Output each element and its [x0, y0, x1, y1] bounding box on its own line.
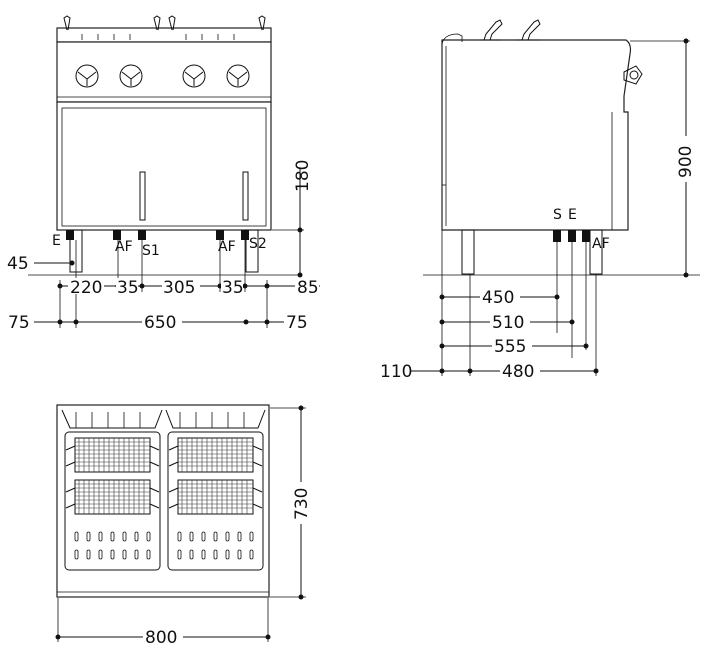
side-handle-icons [480, 19, 541, 41]
side-view: S E AF 900 450 510 555 [378, 19, 700, 382]
side-connection-s [553, 230, 561, 242]
dim-450: 450 [482, 288, 514, 308]
side-connection-e [568, 230, 576, 242]
dim-555: 555 [494, 337, 526, 357]
side-cabinet [441, 39, 632, 231]
side-connection-af [582, 230, 590, 242]
front-door-panel [61, 107, 267, 227]
drain-slot-icons [74, 531, 254, 560]
connection-s2-marker [241, 230, 249, 240]
side-knob-icon [623, 65, 643, 85]
connection-s1-marker [138, 230, 146, 240]
control-knob-icons [75, 64, 250, 88]
connection-af-left-marker [113, 230, 121, 240]
door-handle-right [242, 171, 249, 221]
front-view: E AF S1 AF S2 180 45 220 [6, 15, 320, 333]
top-handle-strips [61, 409, 266, 429]
side-foot-left [461, 229, 475, 275]
top-outline [56, 404, 270, 598]
dim-220: 220 [70, 278, 102, 298]
fryer-well-right [167, 431, 264, 571]
side-label-af: AF [592, 236, 610, 252]
dim-45: 45 [7, 254, 29, 274]
side-label-s: S [553, 207, 562, 223]
door-handle-left [139, 171, 146, 221]
dim-730: 730 [292, 488, 312, 520]
dim-35-b: 35 [222, 278, 244, 298]
basket-handle-icons [63, 15, 266, 40]
connection-af-right-marker [216, 230, 224, 240]
top-view: 730 800 [55, 404, 312, 648]
front-foot-right [245, 229, 259, 273]
connection-e-marker [66, 230, 74, 240]
dim-75-left: 75 [8, 313, 30, 333]
dim-85: 85 [297, 278, 319, 298]
basket-grid-icons [65, 437, 263, 515]
label-s2: S2 [249, 236, 267, 252]
label-e: E [52, 233, 61, 249]
dim-180: 180 [293, 160, 313, 192]
dim-35-a: 35 [117, 278, 139, 298]
fryer-well-left [64, 431, 161, 571]
label-af-right: AF [218, 239, 236, 255]
dim-305: 305 [163, 278, 195, 298]
dim-480: 480 [502, 362, 534, 382]
front-cabinet [56, 101, 272, 231]
dim-900: 900 [676, 146, 696, 178]
label-af-left: AF [115, 239, 133, 255]
front-control-panel [56, 41, 272, 103]
dim-110: 110 [380, 362, 412, 382]
label-s1: S1 [142, 243, 160, 259]
dim-510: 510 [492, 313, 524, 333]
side-label-e: E [568, 207, 577, 223]
dim-75-right: 75 [286, 313, 308, 333]
dim-800: 800 [145, 628, 177, 648]
dim-650: 650 [144, 313, 176, 333]
front-top-rail [56, 27, 272, 43]
